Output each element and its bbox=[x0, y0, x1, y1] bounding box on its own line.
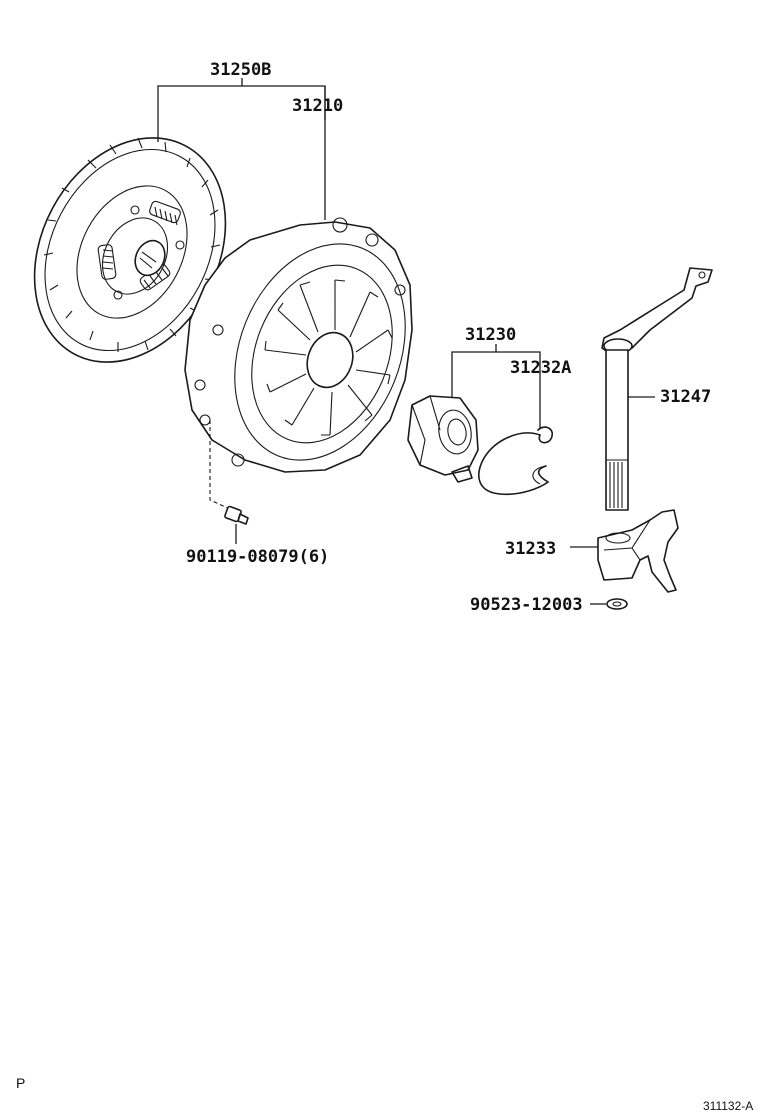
clutch-cover bbox=[184, 217, 413, 473]
washer-90523 bbox=[606, 598, 628, 610]
bolt-90119 bbox=[224, 505, 249, 525]
label-31247: 31247 bbox=[660, 387, 711, 407]
label-31230: 31230 bbox=[465, 325, 516, 345]
label-31233: 31233 bbox=[505, 539, 556, 559]
release-fork bbox=[597, 509, 679, 593]
label-31210: 31210 bbox=[292, 96, 343, 116]
leader-lines bbox=[157, 78, 655, 605]
label-31250B: 31250B bbox=[210, 60, 271, 80]
diagram-code: 311132-A bbox=[703, 1099, 753, 1112]
release-bearing bbox=[407, 395, 479, 483]
label-31232A: 31232A bbox=[510, 358, 571, 378]
clip-spring bbox=[478, 426, 554, 496]
label-90119-08079: 90119-08079(6) bbox=[186, 547, 329, 567]
corner-mark: P bbox=[16, 1075, 25, 1091]
label-90523-12003: 90523-12003 bbox=[470, 595, 583, 615]
release-fork-shaft bbox=[601, 267, 713, 511]
clutch-disc bbox=[33, 137, 227, 363]
